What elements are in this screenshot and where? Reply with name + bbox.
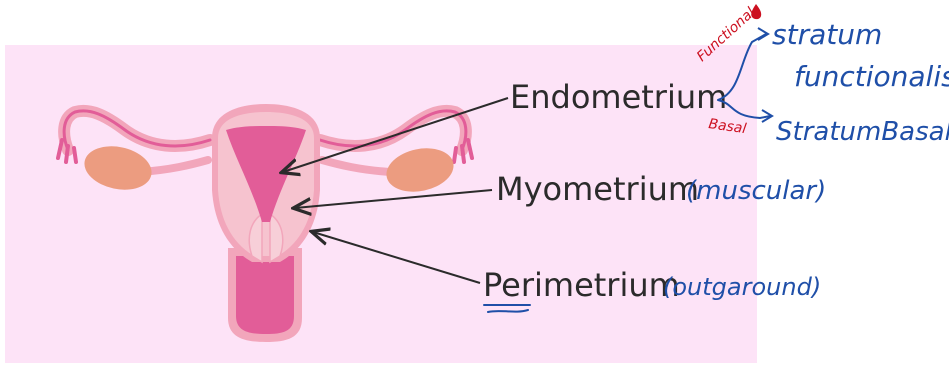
perimetrium-label: Perimetrium	[483, 266, 680, 304]
vaginal-canal	[236, 256, 294, 334]
stratum-basalis-label: StratumBasalis	[776, 117, 949, 147]
blood-drop-icon	[751, 4, 761, 19]
functionalis-arrowhead	[758, 28, 768, 40]
stratum-functionalis-line1: stratum	[772, 18, 882, 51]
muscular-note: (muscular)	[686, 176, 826, 206]
outgaround-note: (outgaround)	[663, 273, 821, 301]
stratum-functionalis-line2: functionalis	[794, 60, 949, 93]
endometrium-label: Endometrium	[510, 78, 727, 116]
myometrium-label: Myometrium	[496, 170, 699, 208]
